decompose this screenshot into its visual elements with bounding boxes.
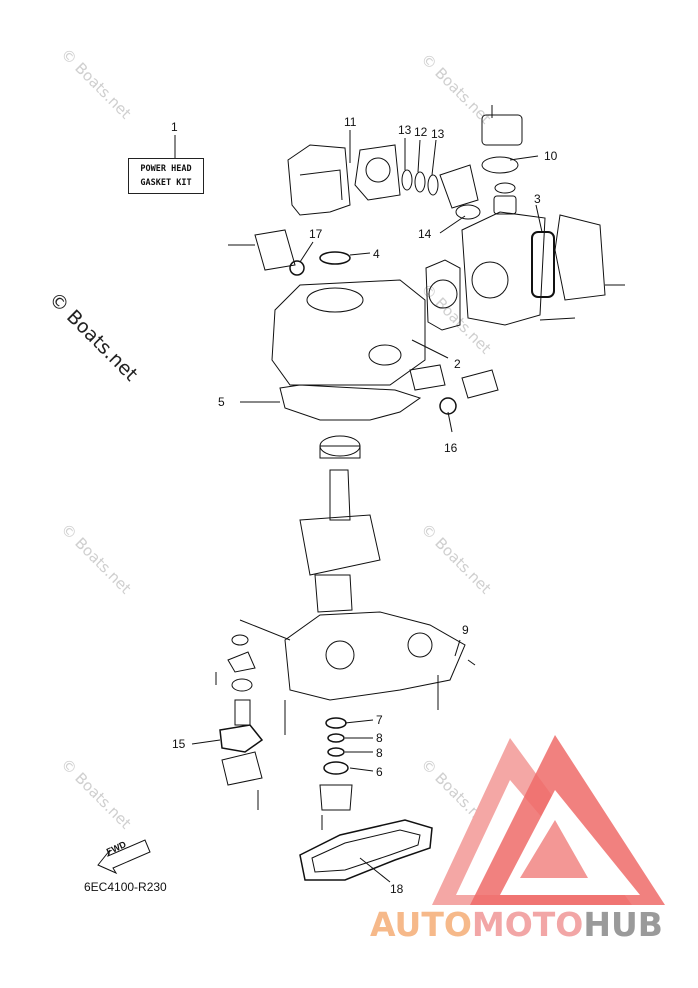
- callout-3: 3: [534, 192, 541, 206]
- callout-10: 10: [544, 149, 558, 163]
- kit-label-line1: POWER HEAD: [140, 164, 192, 174]
- callout-14: 14: [418, 227, 432, 241]
- callout-8: 8: [376, 746, 383, 760]
- callout-4: 4: [373, 247, 380, 261]
- brand-logo-icon: [432, 735, 665, 905]
- brand-part2: MOTO: [471, 905, 584, 944]
- callout-5: 5: [218, 395, 225, 409]
- callout-13: 13: [431, 127, 445, 141]
- callout-11: 11: [344, 115, 357, 129]
- callout-2: 2: [454, 357, 461, 371]
- callout-12: 12: [414, 125, 428, 139]
- callout-15: 15: [172, 737, 186, 751]
- callout-16: 16: [444, 441, 458, 455]
- brand-part1: AUTO: [370, 905, 472, 944]
- callout-6: 6: [376, 765, 383, 779]
- callout-13: 13: [398, 123, 412, 137]
- callout-8: 8: [376, 731, 383, 745]
- callout-7: 7: [376, 713, 383, 727]
- callout-9: 9: [462, 623, 469, 637]
- kit-label-line2: GASKET KIT: [140, 178, 192, 188]
- callout-17: 17: [309, 227, 323, 241]
- diagram-part-number: 6EC4100-R230: [84, 880, 167, 894]
- callout-18: 18: [390, 882, 404, 896]
- brand-wordmark: AUTOMOTOHUB: [370, 905, 663, 944]
- brand-part3: HUB: [583, 905, 663, 944]
- callout-1: 1: [171, 120, 178, 134]
- kit-label: POWER HEAD GASKET KIT: [128, 158, 204, 194]
